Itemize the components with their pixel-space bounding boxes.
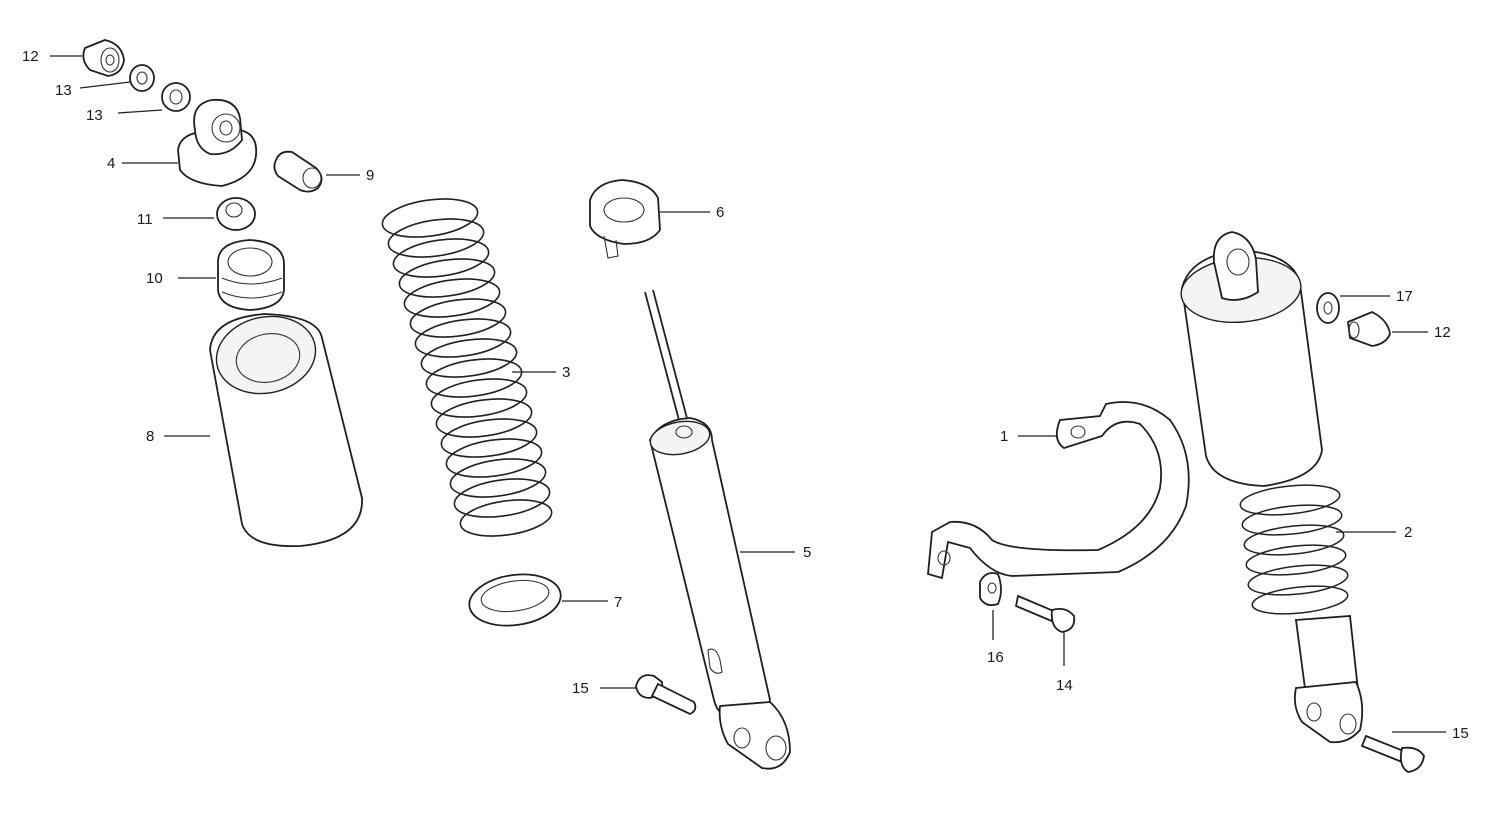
part-12-cap-nut	[82, 39, 125, 77]
callout-1: 1	[1000, 428, 1008, 445]
part-7-spring-seat	[468, 573, 562, 627]
part-6-spring-adjuster	[589, 179, 661, 259]
part-2-shock-absorber-assembly	[1180, 231, 1364, 744]
callout-13-upper: 13	[55, 82, 72, 99]
callout-9: 9	[366, 167, 374, 184]
callout-5: 5	[803, 544, 811, 561]
callout-12-right: 12	[1434, 324, 1451, 341]
part-9-bushing	[273, 150, 323, 193]
part-5-damper	[644, 289, 791, 770]
callout-17: 17	[1396, 288, 1413, 305]
part-16-washer	[979, 572, 1002, 607]
callout-8: 8	[146, 428, 154, 445]
callout-15-center: 15	[572, 680, 589, 697]
part-10-rubber-stopper	[217, 239, 285, 311]
part-4-upper-mount	[177, 98, 258, 187]
part-14-bolt	[1014, 594, 1076, 633]
part-15-bolt-right	[1360, 734, 1425, 773]
callout-4: 4	[107, 155, 115, 172]
part-3-spring	[381, 198, 553, 537]
part-17-washer	[1316, 292, 1340, 324]
callout-16: 16	[987, 649, 1004, 666]
part-13-washer-upper	[129, 64, 155, 92]
callout-14: 14	[1056, 677, 1073, 694]
callout-2: 2	[1404, 524, 1412, 541]
callout-10: 10	[146, 270, 163, 287]
callout-13-lower: 13	[86, 107, 103, 124]
callout-6: 6	[716, 204, 724, 221]
part-1-bracket	[927, 401, 1190, 580]
callout-7: 7	[614, 594, 622, 611]
part-13-washer-lower	[161, 82, 191, 112]
part-15-bolt-center	[635, 674, 697, 716]
callout-12-top: 12	[22, 48, 39, 65]
callout-3: 3	[562, 364, 570, 381]
callout-11: 11	[137, 211, 153, 228]
callout-15-right: 15	[1452, 725, 1469, 742]
part-12-cap-nut-right	[1347, 311, 1391, 347]
part-8-dust-cover	[209, 313, 363, 548]
part-11-collar	[216, 197, 256, 231]
